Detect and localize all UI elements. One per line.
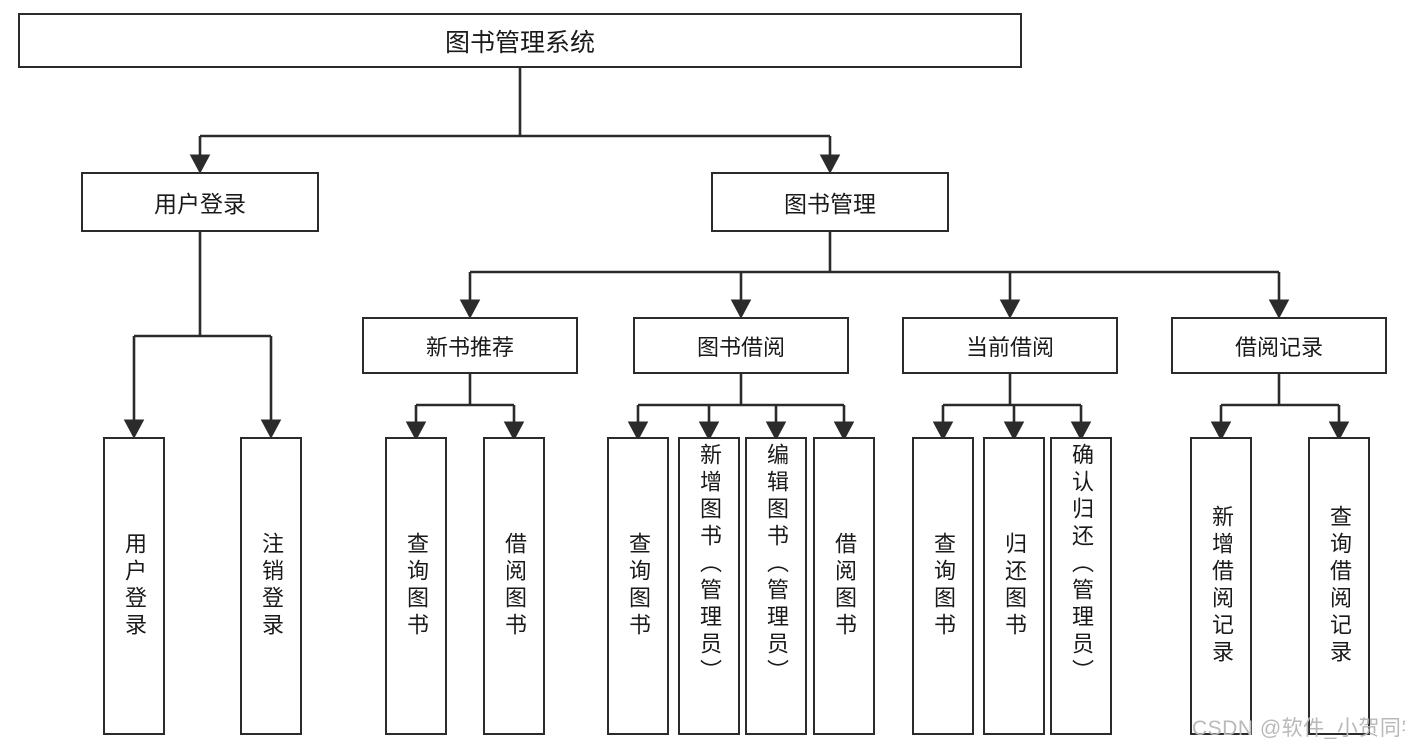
node-book-management[interactable]: 图书管理 xyxy=(711,172,949,232)
watermark: CSDN @软件_小贺同学 xyxy=(1192,717,1405,740)
leaf-user-login[interactable]: 用户登录 xyxy=(103,437,165,735)
leaf-label: 新增图书（管理员） xyxy=(697,443,722,686)
leaf-add-borrow-record[interactable]: 新增借阅记录 xyxy=(1190,437,1252,735)
leaf-label: 借阅图书 xyxy=(502,532,527,640)
node-root[interactable]: 图书管理系统 xyxy=(18,13,1022,68)
leaf-label: 注销登录 xyxy=(259,532,284,640)
leaf-label: 查询图书 xyxy=(626,532,651,640)
leaf-query-book-current[interactable]: 查询图书 xyxy=(912,437,974,735)
leaf-borrow-book[interactable]: 借阅图书 xyxy=(813,437,875,735)
leaf-label: 查询图书 xyxy=(404,532,429,640)
leaf-query-book-newbooks[interactable]: 查询图书 xyxy=(385,437,447,735)
leaf-label: 归还图书 xyxy=(1002,532,1027,640)
leaf-label: 用户登录 xyxy=(122,532,147,640)
leaf-label: 新增借阅记录 xyxy=(1209,505,1234,667)
leaf-label: 确认归还（管理员） xyxy=(1069,443,1094,686)
leaf-edit-book-admin[interactable]: 编辑图书（管理员） xyxy=(745,437,807,735)
leaf-label: 借阅图书 xyxy=(832,532,857,640)
leaf-label: 编辑图书（管理员） xyxy=(764,443,789,686)
node-user-login[interactable]: 用户登录 xyxy=(81,172,319,232)
leaf-user-logout[interactable]: 注销登录 xyxy=(240,437,302,735)
leaf-label: 查询借阅记录 xyxy=(1327,505,1352,667)
node-new-book-recommend[interactable]: 新书推荐 xyxy=(362,317,578,374)
leaf-query-borrow-record[interactable]: 查询借阅记录 xyxy=(1308,437,1370,735)
leaf-borrow-book-newbooks[interactable]: 借阅图书 xyxy=(483,437,545,735)
leaf-return-book[interactable]: 归还图书 xyxy=(983,437,1045,735)
leaf-confirm-return-admin[interactable]: 确认归还（管理员） xyxy=(1050,437,1112,735)
node-borrow-records[interactable]: 借阅记录 xyxy=(1171,317,1387,374)
leaf-query-book-borrow[interactable]: 查询图书 xyxy=(607,437,669,735)
node-book-borrow[interactable]: 图书借阅 xyxy=(633,317,849,374)
leaf-add-book-admin[interactable]: 新增图书（管理员） xyxy=(678,437,740,735)
node-current-borrow[interactable]: 当前借阅 xyxy=(902,317,1118,374)
leaf-label: 查询图书 xyxy=(931,532,956,640)
